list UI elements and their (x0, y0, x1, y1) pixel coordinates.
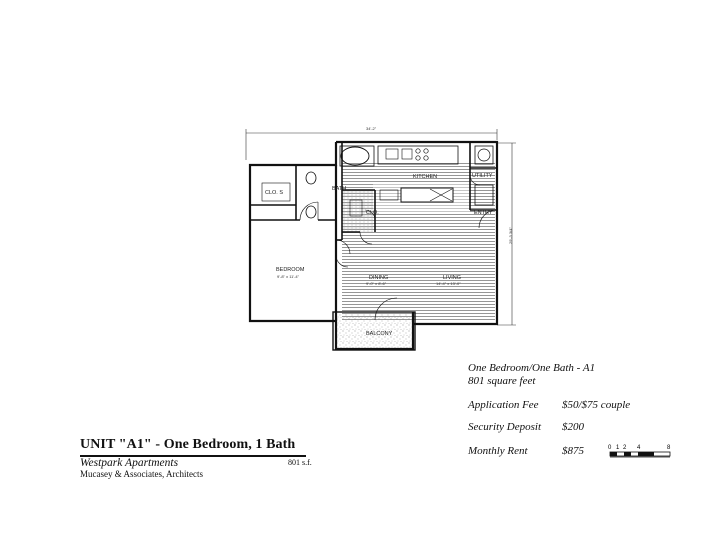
stove-burner-icon (415, 148, 421, 154)
sink (305, 205, 317, 219)
balcony-floor (335, 314, 413, 348)
closet-shelf (261, 182, 291, 202)
width-dimension-label: 34'-2" (366, 126, 377, 131)
room-label-dining: DINING (369, 275, 388, 281)
room-label-bedroom: BEDROOM (276, 267, 305, 273)
water-heater (474, 145, 494, 165)
unit-title: UNIT "A1" - One Bedroom, 1 Bath (80, 437, 296, 452)
title-divider (80, 455, 306, 457)
room-label-closet: CLO. S (265, 190, 283, 196)
bath-floor (343, 190, 373, 232)
room-label-entry: ENTRY (474, 210, 493, 216)
complex-name: Westpark Apartments (80, 457, 179, 469)
architect-credit: Mucasey & Associates, Architects (80, 469, 203, 479)
application-fee-value: $50/$75 couple (562, 399, 631, 411)
width-dimension (245, 129, 498, 160)
height-dimension-label: 29'-3 3/4" (508, 227, 513, 244)
room-size-bedroom: 9'-8" x 11'-4" (277, 274, 300, 279)
room-size-dining: 9'-0" x 8'-6" (366, 281, 387, 286)
toilet (305, 171, 317, 185)
monthly-rent-label: Monthly Rent (468, 445, 528, 457)
room-label-closet2: CLO. (366, 210, 379, 216)
room-label-bath: BATH (332, 186, 346, 192)
footer-square-feet: 801 s.f. (288, 458, 312, 467)
washer-dryer (474, 184, 494, 206)
scale-bar: 0 1 2 4 8 (608, 445, 671, 458)
room-label-kitchen: KITCHEN (413, 174, 437, 180)
room-label-living: LIVING (443, 275, 461, 281)
scale-tick-8: 8 (667, 445, 671, 451)
kitchen-island (400, 187, 454, 203)
height-dimension (497, 142, 516, 326)
unit-type: One Bedroom/One Bath - A1 (468, 362, 596, 374)
room-label-utility: UTILITY (472, 173, 493, 179)
unit-square-feet: 801 square feet (468, 375, 536, 387)
room-size-living: 14'-4" x 13'-0" (436, 281, 461, 286)
kitchen-counter (377, 145, 459, 165)
security-deposit-value: $200 (562, 421, 584, 433)
doors (299, 174, 498, 321)
balcony-railing (332, 311, 416, 351)
room-label-balcony: BALCONY (366, 331, 393, 337)
security-deposit-label: Security Deposit (468, 421, 542, 433)
scale-tick-2: 2 (623, 445, 627, 451)
scale-tick-1: 1 (616, 445, 620, 451)
interior-walls (250, 142, 497, 241)
monthly-rent-value: $875 (562, 445, 584, 457)
scale-tick-0: 0 (608, 445, 612, 451)
unit-info-title: One Bedroom/One Bath - A1 801 square fee… (468, 362, 595, 388)
scale-tick-4: 4 (637, 445, 641, 451)
bathtub (340, 146, 370, 166)
application-fee-label: Application Fee (468, 399, 539, 411)
exterior-walls (248, 140, 499, 351)
